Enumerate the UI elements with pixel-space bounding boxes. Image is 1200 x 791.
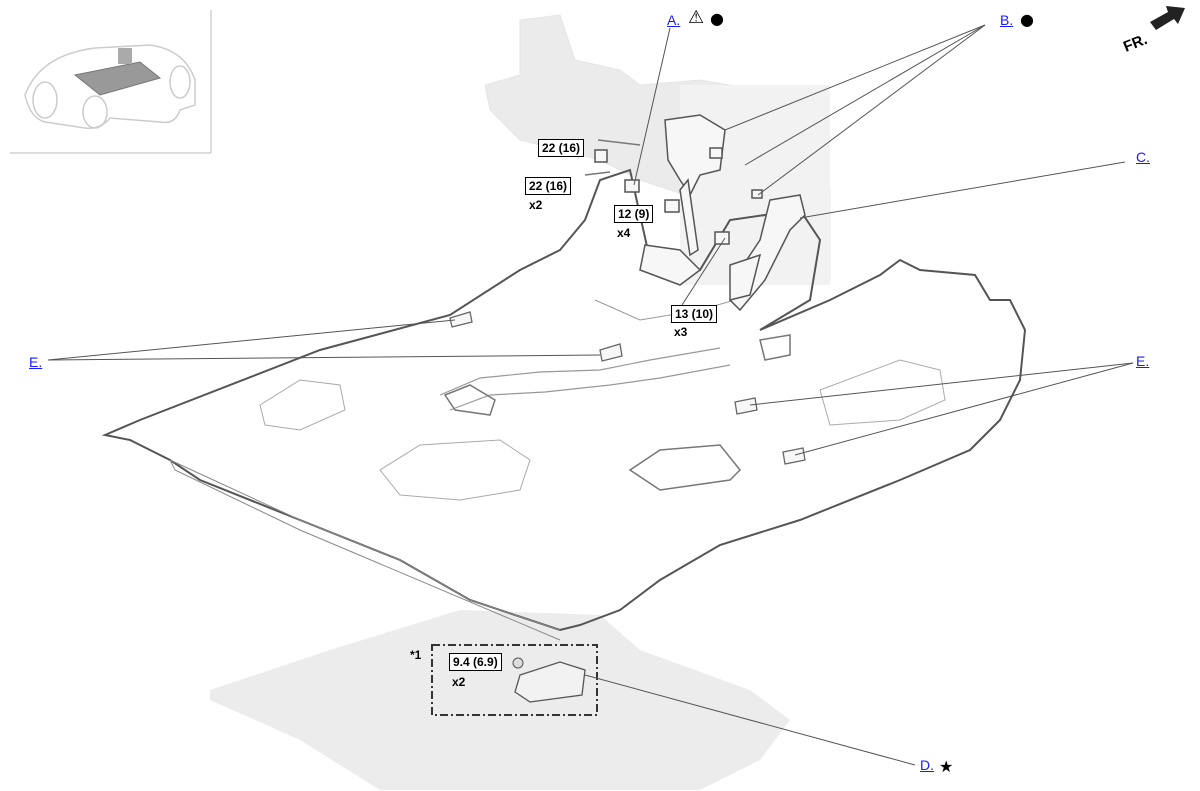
- underbody-ghost: [210, 610, 790, 790]
- torque-qty-5: x2: [452, 675, 466, 689]
- torque-qty-4: x3: [674, 325, 688, 339]
- torque-qty-2: x2: [529, 198, 543, 212]
- callout-e-left-link[interactable]: E.: [29, 354, 43, 370]
- torque-spec-1: 22 (16): [538, 139, 585, 157]
- callout-c-link[interactable]: C.: [1136, 149, 1150, 165]
- filled-circle-icon: ●: [1020, 10, 1034, 29]
- torque-spec-4: 13 (10): [671, 305, 718, 323]
- filled-circle-icon: ●: [710, 9, 724, 28]
- vehicle-thumbnail: [10, 10, 212, 154]
- warning-icon: ⚠: [688, 7, 705, 28]
- floor-clips: [449, 311, 806, 465]
- callout-b-link[interactable]: B.: [1000, 12, 1014, 28]
- floor-carpet: [101, 168, 1027, 641]
- callout-a-link[interactable]: A.: [667, 12, 681, 28]
- detail-box: [431, 644, 598, 716]
- pedal-assembly: [584, 114, 806, 312]
- callout-d-link[interactable]: D.: [920, 757, 934, 773]
- detail-note: *1: [410, 648, 422, 662]
- torque-spec-2: 22 (16): [525, 177, 572, 195]
- callout-e-right-link[interactable]: E.: [1136, 353, 1150, 369]
- torque-spec-3: 12 (9): [614, 205, 654, 223]
- front-arrow-icon: [1150, 6, 1185, 30]
- torque-spec-5: 9.4 (6.9): [449, 653, 502, 671]
- leader-lines: [47, 24, 1134, 766]
- torque-qty-3: x4: [617, 226, 631, 240]
- star-icon: ★: [939, 757, 954, 776]
